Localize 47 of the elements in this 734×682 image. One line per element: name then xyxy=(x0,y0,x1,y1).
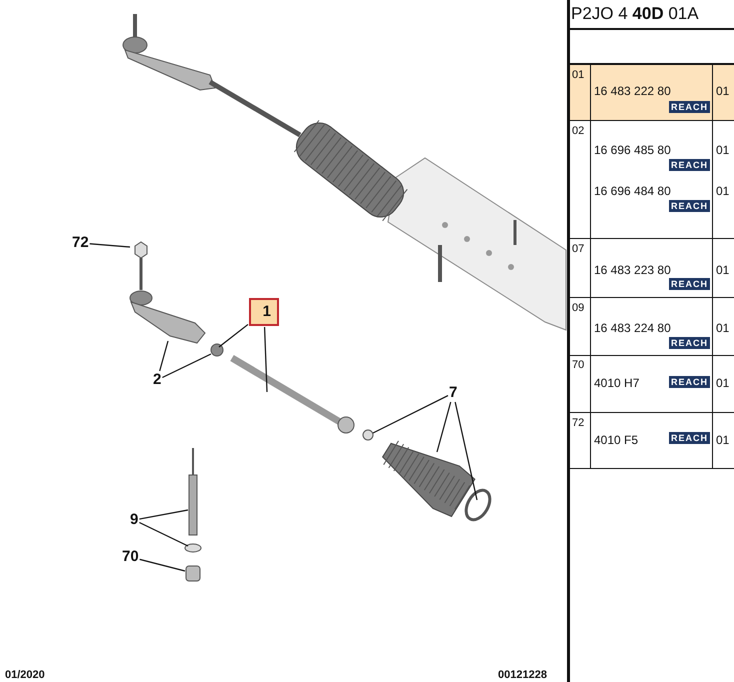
table-cell-text: 4010 H7 xyxy=(594,376,640,390)
reach-badge: REACH xyxy=(669,337,710,349)
leader-line xyxy=(159,340,169,372)
position-number: 01 xyxy=(572,68,584,82)
table-cell-text: 01 xyxy=(716,184,730,198)
table-header: P2JO 4 40D 01A xyxy=(571,4,699,24)
callout-number: 9 xyxy=(130,512,138,528)
table-cell-text: 16 696 484 80 xyxy=(594,184,671,198)
leader-line xyxy=(140,558,186,572)
table-cell-text: 16 483 222 80 xyxy=(594,84,671,98)
table-cell-text: 01 xyxy=(716,376,730,390)
position-number: 09 xyxy=(572,301,584,315)
leader-line xyxy=(162,353,212,378)
table-cell-text: 01 xyxy=(716,433,730,447)
table-cell-text: 16 483 223 80 xyxy=(594,263,671,277)
table-cell-text: 01 xyxy=(716,143,730,157)
reach-badge: REACH xyxy=(669,376,710,388)
table-cell-text: 4010 F5 xyxy=(594,433,638,447)
table-cell-text: 16 483 224 80 xyxy=(594,321,671,335)
callout-number: 72 xyxy=(72,235,89,251)
table-cell-text: 01 xyxy=(716,84,730,98)
leader-line xyxy=(372,395,448,434)
reach-badge: REACH xyxy=(669,101,710,113)
leader-line xyxy=(264,326,268,392)
leader-line xyxy=(436,402,452,452)
callout-number: 7 xyxy=(449,385,458,401)
table-cell-text: 01 xyxy=(716,321,730,335)
reach-badge: REACH xyxy=(669,159,710,171)
leader-line xyxy=(139,522,188,547)
position-number: 07 xyxy=(572,242,584,256)
reach-badge: REACH xyxy=(669,278,710,290)
leader-line xyxy=(218,324,248,348)
callout-number: 2 xyxy=(153,372,162,388)
footer-text: 01/2020 xyxy=(5,668,45,682)
table-cell-text: 16 696 485 80 xyxy=(594,143,671,157)
leader-line xyxy=(454,402,478,500)
callout-number: 70 xyxy=(122,549,139,565)
reach-badge: REACH xyxy=(669,200,710,212)
reach-badge: REACH xyxy=(669,432,710,444)
position-number: 70 xyxy=(572,358,584,372)
highlighted-callout: 1 xyxy=(249,298,279,326)
leader-line xyxy=(90,243,130,248)
table-cell-text: 01 xyxy=(716,263,730,277)
position-number: 72 xyxy=(572,416,584,430)
leader-line xyxy=(139,509,188,520)
footer-text: 00121228 xyxy=(498,668,547,682)
position-number: 02 xyxy=(572,124,584,138)
